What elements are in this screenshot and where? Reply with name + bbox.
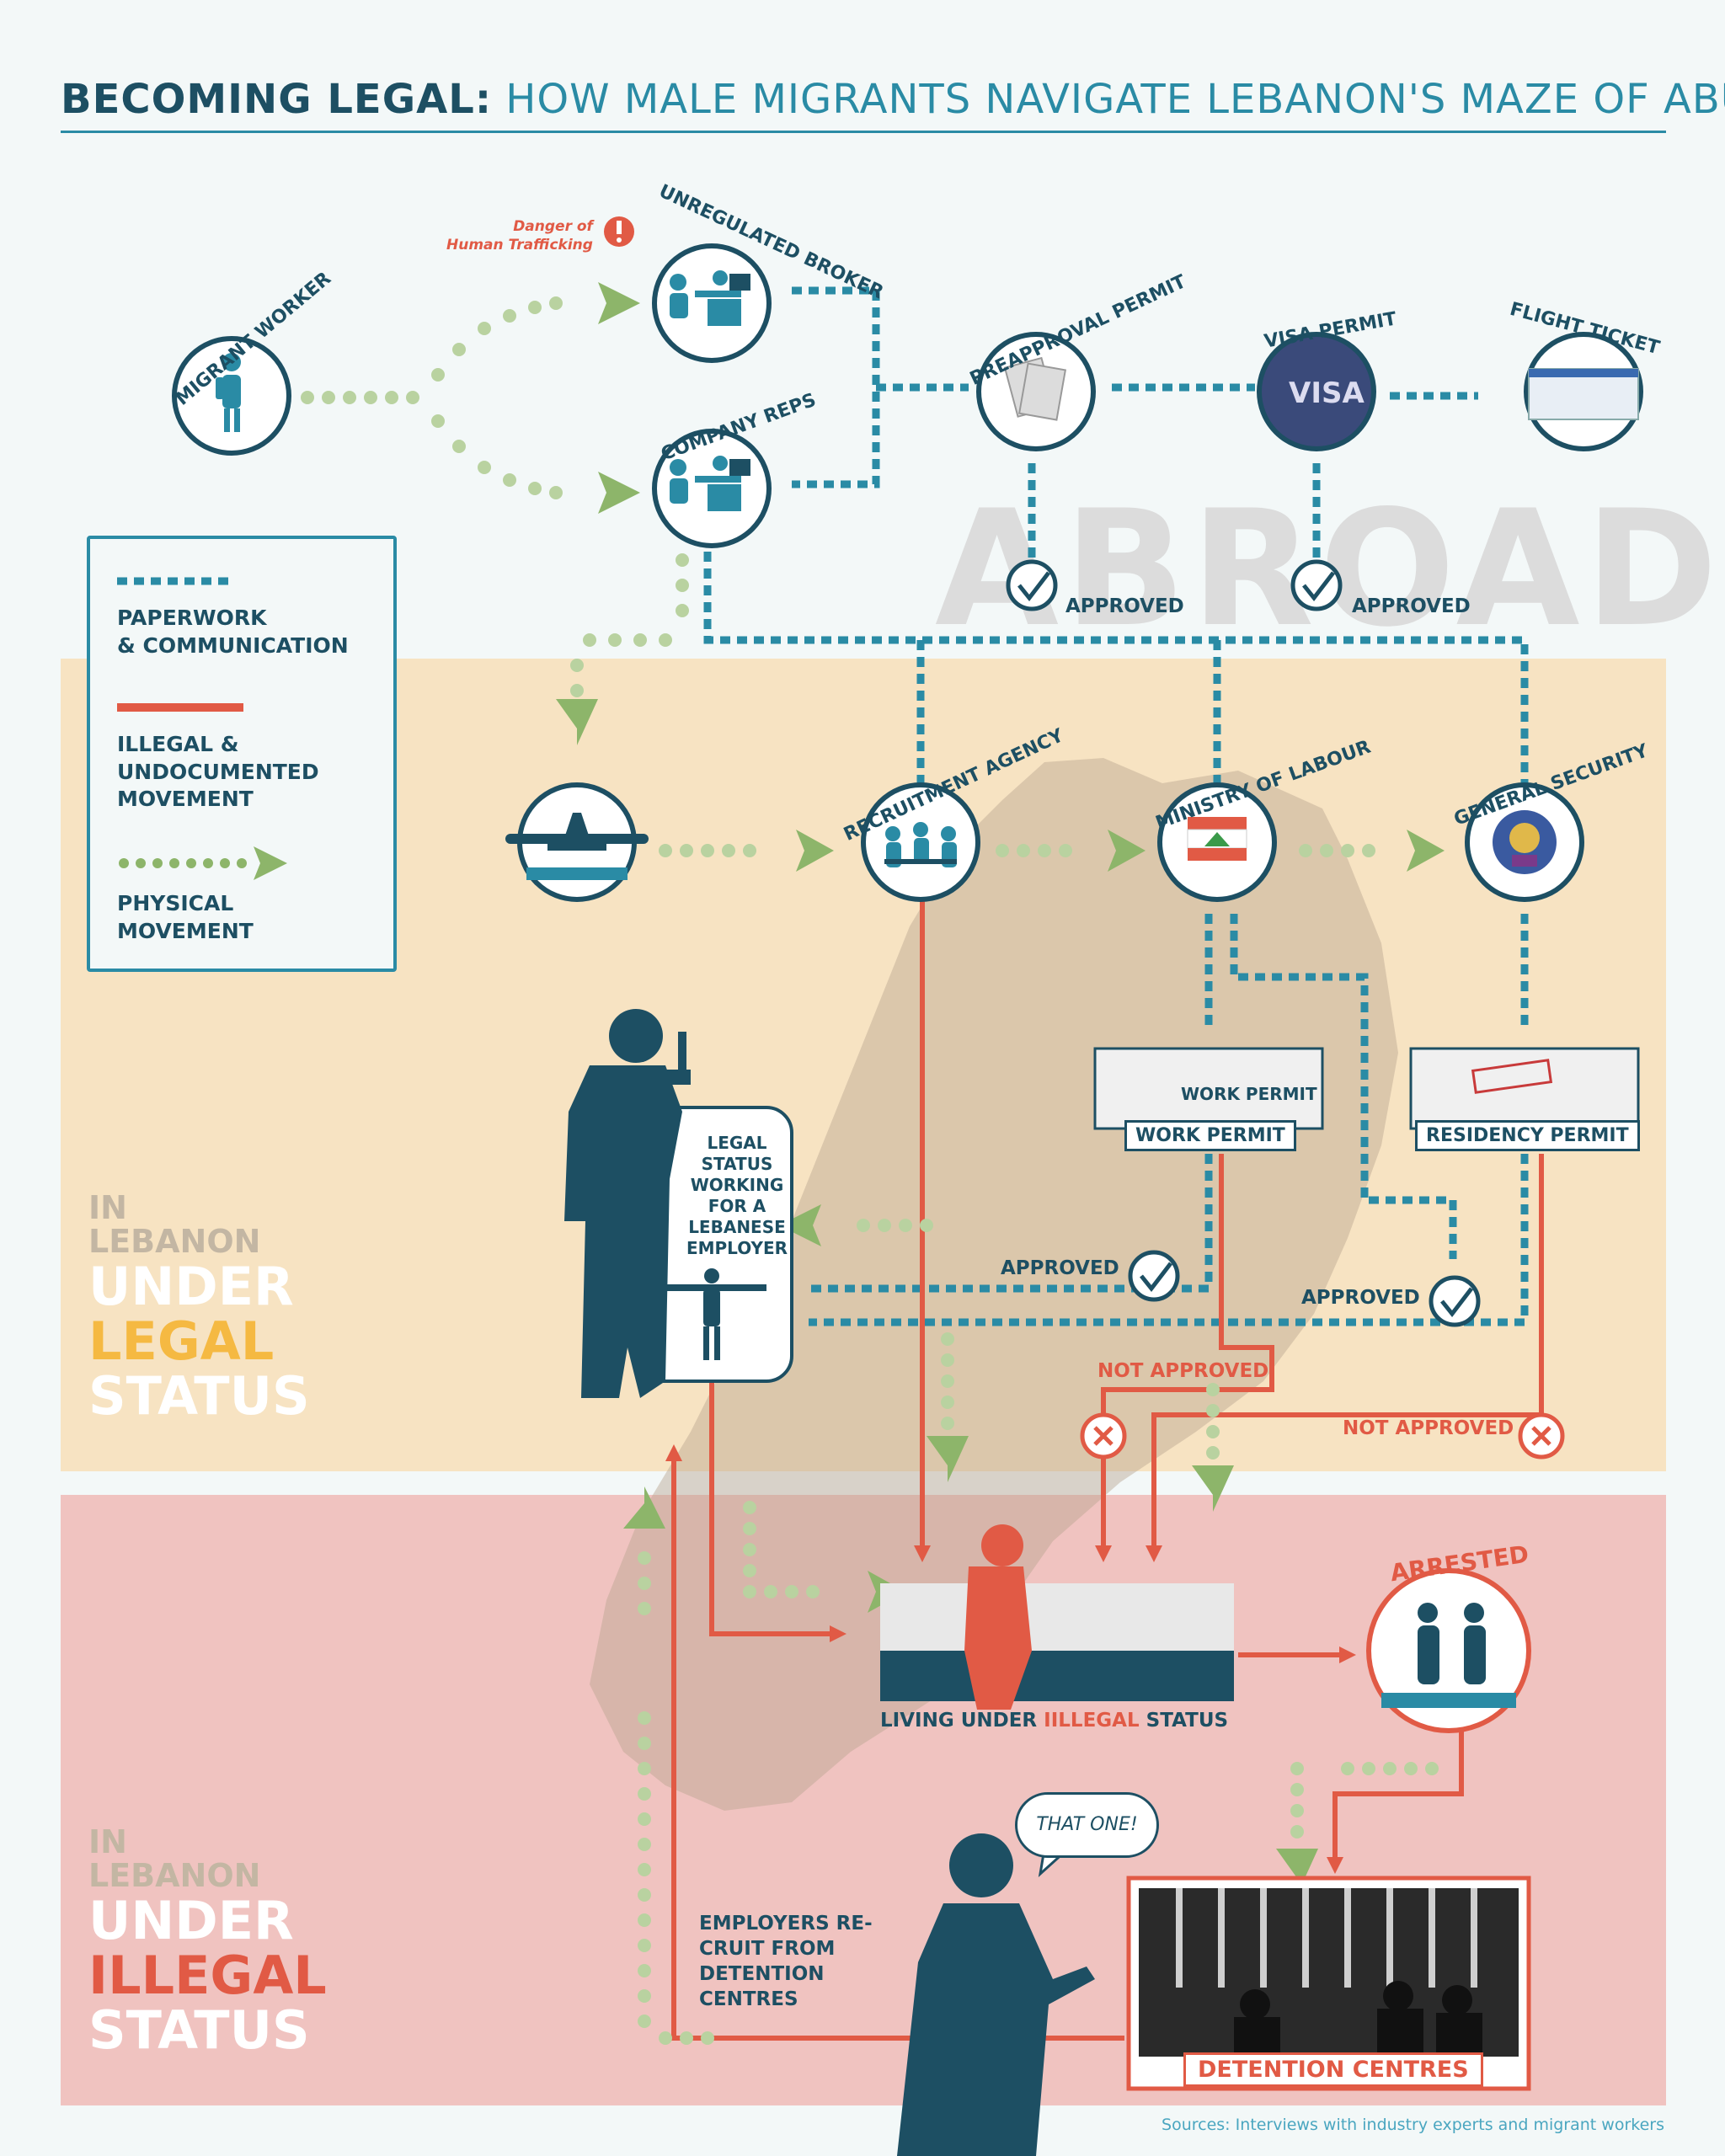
detainee-silhouettes: [1234, 1981, 1482, 2055]
sources-note: Sources: Interviews with industry expert…: [1162, 2116, 1664, 2134]
legend-paperwork-label: PAPERWORK & COMMUNICATION: [117, 606, 349, 658]
recruitment-icon: [884, 822, 957, 867]
cell-bars: [1176, 1888, 1477, 1988]
company-reps-icon: [670, 456, 750, 511]
not-approved-x-icon: [1518, 1412, 1565, 1460]
approved-label-visa: APPROVED: [1352, 595, 1471, 617]
approved-label-work: APPROVED: [1001, 1257, 1119, 1279]
visa-icon: VISA: [1289, 376, 1365, 410]
title-bold: BECOMING LEGAL:: [61, 76, 493, 123]
living-mid: IILLEGAL: [1044, 1710, 1140, 1732]
arrest-icon: [1381, 1603, 1516, 1708]
not-approved-label-residency: NOT APPROVED: [1343, 1417, 1514, 1439]
worker-carrying-icon: [661, 1268, 766, 1360]
side-illegal-in: IN: [88, 1823, 127, 1860]
check-icon: [1128, 1250, 1180, 1302]
not-approved-x-icon: [1080, 1412, 1127, 1460]
work-permit-label: WORK PERMIT: [1124, 1120, 1296, 1151]
check-icons: [1006, 559, 1481, 1327]
detention-centres-label: DETENTION CENTRES: [1183, 2052, 1483, 2087]
lebanon-flag-icon: [1187, 817, 1247, 861]
work-permit-doc-text: WORK PERMIT: [1181, 1084, 1317, 1104]
page-title: BECOMING LEGAL: HOW MALE MIGRANTS NAVIGA…: [61, 76, 1725, 123]
legend: PAPERWORK & COMMUNICATION ILLEGAL & UNDO…: [87, 536, 397, 972]
legend-paperwork-swatch: [117, 577, 235, 585]
node-icons: VISA: [216, 270, 1639, 1708]
red-arrowheads: [665, 1444, 1356, 1874]
title-rule: [61, 131, 1666, 133]
green-arrowheads: [556, 282, 1445, 1895]
side-legal-status: STATUS: [88, 1364, 310, 1427]
side-legal-legal: LEGAL: [88, 1310, 275, 1372]
side-illegal-status: STATUS: [88, 1999, 310, 2061]
speech-bubble: THAT ONE!: [1015, 1792, 1159, 1858]
employer-silhouette: [564, 1009, 691, 1398]
side-legal-in: IN: [88, 1189, 127, 1226]
flight-ticket-icon: [1528, 368, 1639, 420]
migrant-worker-icon: [216, 353, 241, 432]
employers-recruit-note: EMPLOYERS RE- CRUIT FROM DETENTION CENTR…: [699, 1913, 873, 2010]
warning-icon: [604, 216, 634, 247]
side-label-legal: IN LEBANON UNDER LEGAL STATUS: [88, 1189, 310, 1427]
legend-illegal-label: ILLEGAL & UNDOCUMENTED MOVEMENT: [117, 732, 319, 811]
living-illegal-caption: LIVING UNDER IILLEGAL STATUS: [880, 1710, 1228, 1732]
side-illegal-illegal: ILLEGAL: [88, 1944, 327, 2006]
side-illegal-under: UNDER: [88, 1889, 294, 1951]
plane-icon: [505, 813, 649, 880]
check-icon: [1006, 559, 1058, 611]
legal-status-card-text: LEGAL STATUS WORKING FOR A LEBANESE EMPL…: [686, 1133, 788, 1258]
residency-permit-doc: [1409, 1047, 1640, 1130]
visa-node: [1257, 332, 1376, 451]
broker-icon: [670, 270, 750, 326]
living-post: STATUS: [1139, 1710, 1229, 1732]
residency-permit-label: RESIDENCY PERMIT: [1415, 1120, 1640, 1151]
approved-label-preapproval: APPROVED: [1065, 595, 1184, 617]
check-icon: [1290, 559, 1343, 611]
legend-illegal-swatch: [117, 703, 243, 712]
lebanon-map: [590, 758, 1398, 1811]
preapproval-docs-icon: [1003, 356, 1067, 421]
check-icon: [1429, 1275, 1481, 1327]
living-pre: LIVING UNDER: [880, 1710, 1044, 1732]
pointing-employer-silhouette: [897, 1833, 1095, 2156]
approved-label-residency: APPROVED: [1301, 1287, 1420, 1309]
not-approved-label-work: NOT APPROVED: [1097, 1360, 1269, 1382]
arrested-node: [1366, 1568, 1531, 1733]
x-icons: [1080, 1412, 1565, 1460]
side-illegal-lebanon: LEBANON: [88, 1856, 261, 1894]
legend-physical-swatch: [119, 846, 287, 880]
approved-stamp: [1471, 1059, 1553, 1094]
general-security-emblem-icon: [1493, 810, 1557, 874]
side-label-illegal: IN LEBANON UNDER ILLEGAL STATUS: [88, 1823, 327, 2061]
side-legal-under: UNDER: [88, 1255, 294, 1317]
danger-trafficking-note: Danger of Human Trafficking: [446, 218, 593, 254]
side-legal-lebanon: LEBANON: [88, 1222, 261, 1260]
title-rest: HOW MALE MIGRANTS NAVIGATE LEBANON'S MAZ…: [505, 76, 1725, 123]
svg-text:VISA: VISA: [1289, 376, 1365, 410]
physical-movement-dots: [301, 296, 1439, 2045]
paperwork-lines: [703, 286, 1529, 1326]
migrant-silhouette-icon: [964, 1524, 1032, 1710]
legend-physical-label: PHYSICAL MOVEMENT: [117, 891, 254, 943]
